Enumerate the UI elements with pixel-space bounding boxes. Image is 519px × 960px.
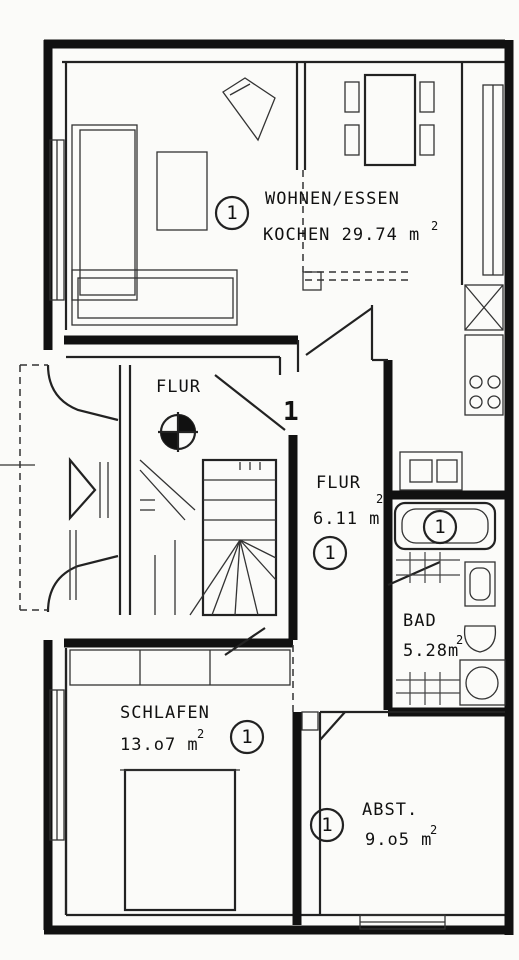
room-area-sup-flur: 2 (376, 492, 383, 506)
room-number-schlafen: 1 (241, 726, 252, 748)
entrance (0, 364, 109, 611)
room-label-schlafen: SCHLAFEN (120, 703, 210, 723)
room-number-bad: 1 (434, 516, 445, 538)
room-area-wohnen: KOCHEN 29.74 m (263, 225, 420, 245)
room-area-schlafen: 13.o7 m (120, 735, 199, 755)
kitchen-furniture (302, 73, 504, 491)
room-area-sup-wohnen: 2 (431, 219, 438, 233)
room-number-wohnen: 1 (226, 202, 237, 224)
interior-walls (64, 62, 505, 925)
room-area-sup-schlafen: 2 (197, 727, 204, 741)
door-swings (46, 307, 441, 741)
room-area-flur: 6.11 m (313, 509, 380, 529)
staircase (139, 412, 278, 617)
label-abst: 1 ABST. 9.o5 m 2 (309, 800, 437, 850)
windows (49, 84, 504, 930)
room-number-flur: 1 (324, 542, 335, 564)
label-bad: 1 BAD 5.28m 2 (403, 509, 463, 661)
room-area-bad: 5.28m (403, 641, 459, 661)
bath-furniture (393, 501, 506, 706)
bedroom-furniture (69, 645, 319, 912)
label-wohnen: 1 WOHNEN/ESSEN KOCHEN 29.74 m 2 (214, 189, 438, 245)
room-label-flur-top: FLUR (156, 377, 201, 397)
room-area-abst: 9.o5 m (365, 830, 432, 850)
label-schlafen: SCHLAFEN 13.o7 m 2 1 (120, 703, 265, 755)
room-label-flur: FLUR (316, 473, 361, 493)
room-area-sup-bad: 2 (456, 633, 463, 647)
room-label-wohnen: WOHNEN/ESSEN (265, 189, 400, 209)
room-area-sup-abst: 2 (430, 823, 437, 837)
label-flur: FLUR 6.11 m 2 1 (312, 473, 383, 571)
living-furniture (71, 77, 276, 326)
room-number-abst: 1 (321, 814, 332, 836)
stair-number: 1 (283, 397, 299, 427)
bath-tiles (396, 552, 460, 705)
label-flur-top: FLUR 1 (156, 377, 299, 427)
room-label-bad: BAD (403, 611, 437, 631)
room-label-abst: ABST. (362, 800, 418, 820)
